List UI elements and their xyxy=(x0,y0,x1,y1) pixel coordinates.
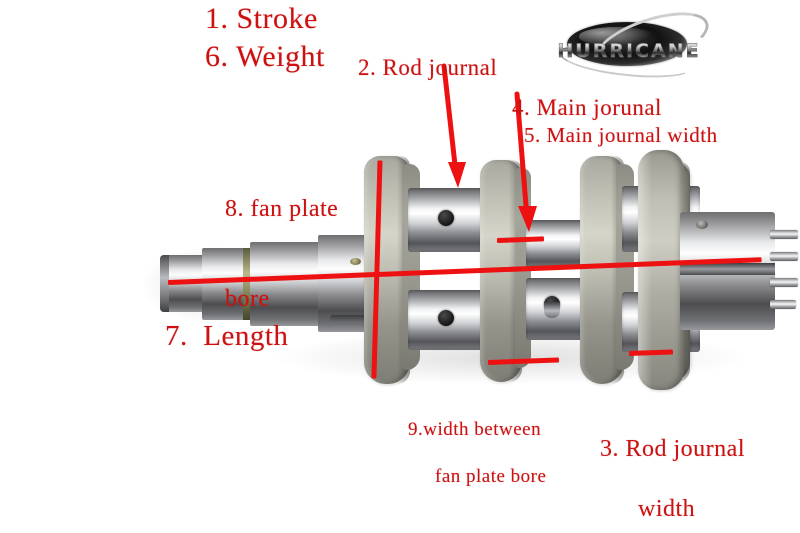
rod-journal-1-lower-hole xyxy=(438,310,454,326)
label-main-journal: 4. Main jorunal xyxy=(512,95,662,120)
main-journal-arrow xyxy=(514,91,537,232)
label-weight: 6. Weight xyxy=(205,40,325,73)
flange-rim-highlight xyxy=(638,150,652,390)
label-fan-plate-bore: 8. fan plate bore xyxy=(225,134,338,374)
label-fan-plate-bore-line2: bore xyxy=(225,286,270,312)
label-fan-plate-bore-line1: 8. fan plate xyxy=(225,196,339,222)
label-main-journal-width: 5. Main journal width xyxy=(524,123,718,147)
flange-stud-1 xyxy=(770,230,798,239)
main-journal-center-upper xyxy=(526,220,584,268)
hurricane-logo: HURRICANE xyxy=(545,0,716,84)
flange-stud-4 xyxy=(770,300,796,309)
label-rod-journal-width-line1: 3. Rod journal xyxy=(600,436,745,462)
label-length: 7. Length xyxy=(165,320,289,352)
flange-stud-2 xyxy=(770,252,798,261)
shaft-nose-step-1 xyxy=(202,248,248,320)
crankshaft-photo xyxy=(140,150,800,390)
label-rod-journal-width-line2: width xyxy=(638,496,696,522)
logo-wordmark: HURRICANE xyxy=(551,40,707,62)
output-hub-bolt-boss xyxy=(696,220,708,229)
shaft-nose-tip-face xyxy=(160,255,169,312)
label-stroke: 1. Stroke xyxy=(205,2,318,35)
label-rod-journal: 2. Rod journal xyxy=(358,55,498,80)
flange-stud-3 xyxy=(770,278,798,287)
label-width-between-line2: fan plate bore xyxy=(435,466,547,487)
output-hub-band xyxy=(680,263,775,275)
rod-journal-arrow xyxy=(441,63,466,188)
shaft-keyway-groove xyxy=(243,248,251,320)
logo-swirl-icon xyxy=(567,22,687,66)
label-rod-journal-width: 3. Rod journal width xyxy=(600,374,745,533)
main-journal-center-hole-boss xyxy=(544,302,560,318)
shaft-nose-step-2 xyxy=(250,242,320,326)
rod-journal-1-upper-hole xyxy=(438,210,454,226)
label-width-between-fan-plate-bore: 9.width between fan plate bore xyxy=(408,370,546,513)
oil-hole-left xyxy=(350,258,361,265)
shaft-slot-left xyxy=(330,315,378,323)
label-width-between-line1: 9.width between xyxy=(408,418,542,440)
